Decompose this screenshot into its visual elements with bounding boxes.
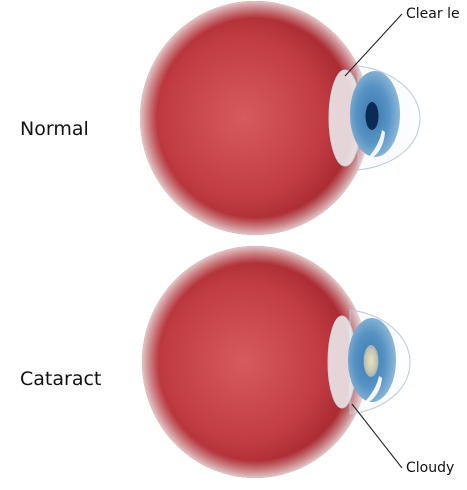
clear-lens-callout: Clear le [406, 6, 460, 22]
cloudy-lens-center [364, 345, 379, 377]
normal-label: Normal [20, 118, 89, 140]
normal-eye [140, 1, 420, 235]
cloudy-leader-line [352, 404, 402, 468]
clear-lens-leader-line [345, 14, 402, 76]
cloudy-callout: Cloudy [406, 460, 454, 476]
normal-pupil [366, 102, 379, 130]
cataract-eye [142, 246, 410, 478]
cataract-label: Cataract [20, 368, 101, 390]
